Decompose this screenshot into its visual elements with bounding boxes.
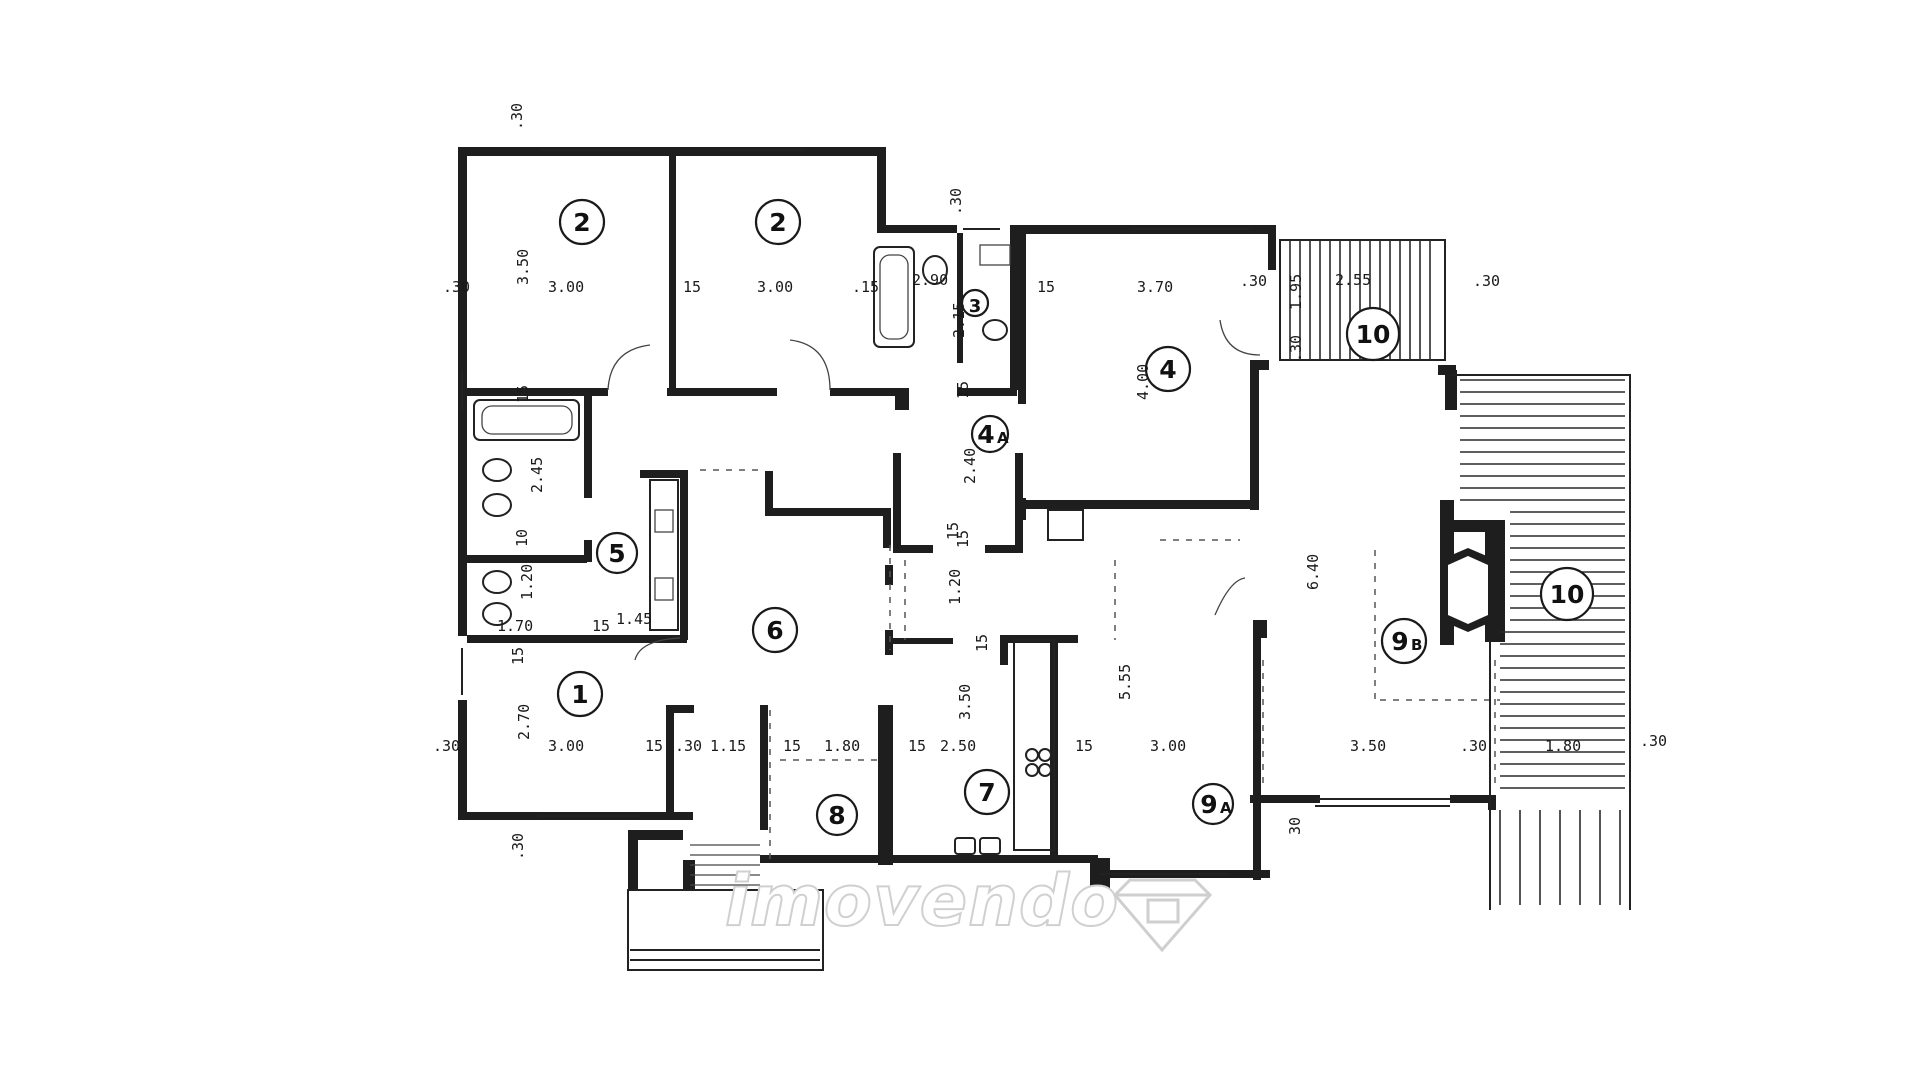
dimension-label: .30 <box>1460 737 1487 755</box>
watermark: imovendo <box>724 859 1213 953</box>
dimension-label: 15 <box>592 617 610 635</box>
dimension-label: 30 <box>1286 817 1304 835</box>
room-number: 2 <box>769 208 786 237</box>
room-number: 6 <box>766 616 783 645</box>
room-label-r1: 1 <box>556 670 604 718</box>
room-label-r3: 3 <box>960 288 990 318</box>
room-number: 1 <box>571 680 588 709</box>
fixtures <box>473 244 1084 855</box>
room-number: 10 <box>1550 580 1585 609</box>
dimension-label: 15 <box>973 634 991 652</box>
room-label-r5: 5 <box>595 531 639 575</box>
dimension-label: 2.50 <box>940 737 976 755</box>
dimension-label: 1.80 <box>1545 737 1581 755</box>
room-label-r6: 6 <box>751 606 799 654</box>
dimension-label: 2.90 <box>912 271 948 289</box>
dimension-label: 3.50 <box>514 249 532 285</box>
dimension-label: 15 <box>645 737 663 755</box>
dimension-label: 1.15 <box>710 737 746 755</box>
dimension-label: 6.40 <box>1304 554 1322 590</box>
dimension-label: 3.50 <box>1350 737 1386 755</box>
dashed-lines <box>700 469 1500 860</box>
dimension-label: .30 <box>1240 272 1267 290</box>
room-suffix: B <box>1411 636 1422 654</box>
dimension-label: .30 <box>1640 732 1667 750</box>
dimension-label: 1.20 <box>946 569 964 605</box>
dimension-label: 15 <box>954 381 972 399</box>
room-label-r2b: 2 <box>754 198 802 246</box>
room-number: 9 <box>1200 790 1217 819</box>
room-label-r2a: 2 <box>558 198 606 246</box>
room-number: 4 <box>977 420 994 449</box>
dimension-label: .30 <box>1473 272 1500 290</box>
room-label-r10a: 10 <box>1345 306 1401 362</box>
windows <box>461 149 1450 875</box>
dimension-label: 15 <box>944 522 962 540</box>
dimension-label: .30 <box>443 278 470 296</box>
dimension-label: 2.15 <box>950 302 968 338</box>
dimension-label: .30 <box>1287 335 1305 362</box>
dimension-label: 3.70 <box>1137 278 1173 296</box>
room-number: 4 <box>1159 355 1176 384</box>
room-number: 10 <box>1356 320 1391 349</box>
dimension-label: 2.55 <box>1335 271 1371 289</box>
dimension-label: 1.20 <box>518 564 536 600</box>
dimension-label: 15 <box>683 278 701 296</box>
room-number: 5 <box>608 539 625 568</box>
room-number: 7 <box>978 778 995 807</box>
room-label-r10b: 10 <box>1539 566 1595 622</box>
dimension-label: 15 <box>509 647 527 665</box>
dimension-label: 4.00 <box>1134 364 1152 400</box>
dimension-label: 3.50 <box>956 684 974 720</box>
dimension-label: 15 <box>1075 737 1093 755</box>
dimension-label: 5.55 <box>1116 664 1134 700</box>
dimension-label: 1.70 <box>497 617 533 635</box>
room-suffix: A <box>997 429 1009 447</box>
dimension-label: 1.95 <box>1287 274 1305 310</box>
dimension-label: 3.00 <box>1150 737 1186 755</box>
watermark-text: imovendo <box>725 860 1119 942</box>
dimension-label: 15 <box>954 530 972 548</box>
deck-right <box>1450 374 1631 910</box>
door-swings <box>607 319 1261 661</box>
room-number: 2 <box>573 208 590 237</box>
dimension-label: 15 <box>514 385 532 403</box>
dimension-label: 15 <box>908 737 926 755</box>
room-label-r7: 7 <box>963 768 1011 816</box>
dimension-label: 15 <box>783 737 801 755</box>
room-number: 3 <box>969 296 982 317</box>
room-number: 8 <box>828 801 845 830</box>
dimension-label: 3.00 <box>757 278 793 296</box>
room-label-r8: 8 <box>815 793 859 837</box>
dimension-label: 2.45 <box>528 457 546 493</box>
dimension-label: 1.45 <box>616 610 652 628</box>
dimension-label: .30 <box>433 737 460 755</box>
dimension-label: 2.40 <box>961 448 979 484</box>
dimension-label: 1.80 <box>824 737 860 755</box>
dimension-label: 3.00 <box>548 737 584 755</box>
dimension-label: 15 <box>1037 278 1055 296</box>
dimension-label: 3.00 <box>548 278 584 296</box>
dimension-label: .30 <box>675 737 702 755</box>
dimension-label: .30 <box>947 188 965 215</box>
dimension-label: .30 <box>508 103 526 130</box>
dimension-label: 10 <box>513 529 531 547</box>
dimension-label: 2.70 <box>515 704 533 740</box>
room-suffix: A <box>1220 799 1232 817</box>
dimension-label: .15 <box>852 278 879 296</box>
room-number: 9 <box>1391 627 1408 656</box>
dimension-label: .30 <box>509 833 527 860</box>
diamond-logo-icon <box>1112 878 1213 953</box>
entrance-steps <box>627 844 824 971</box>
room-label-r4: 4 <box>1144 345 1192 393</box>
